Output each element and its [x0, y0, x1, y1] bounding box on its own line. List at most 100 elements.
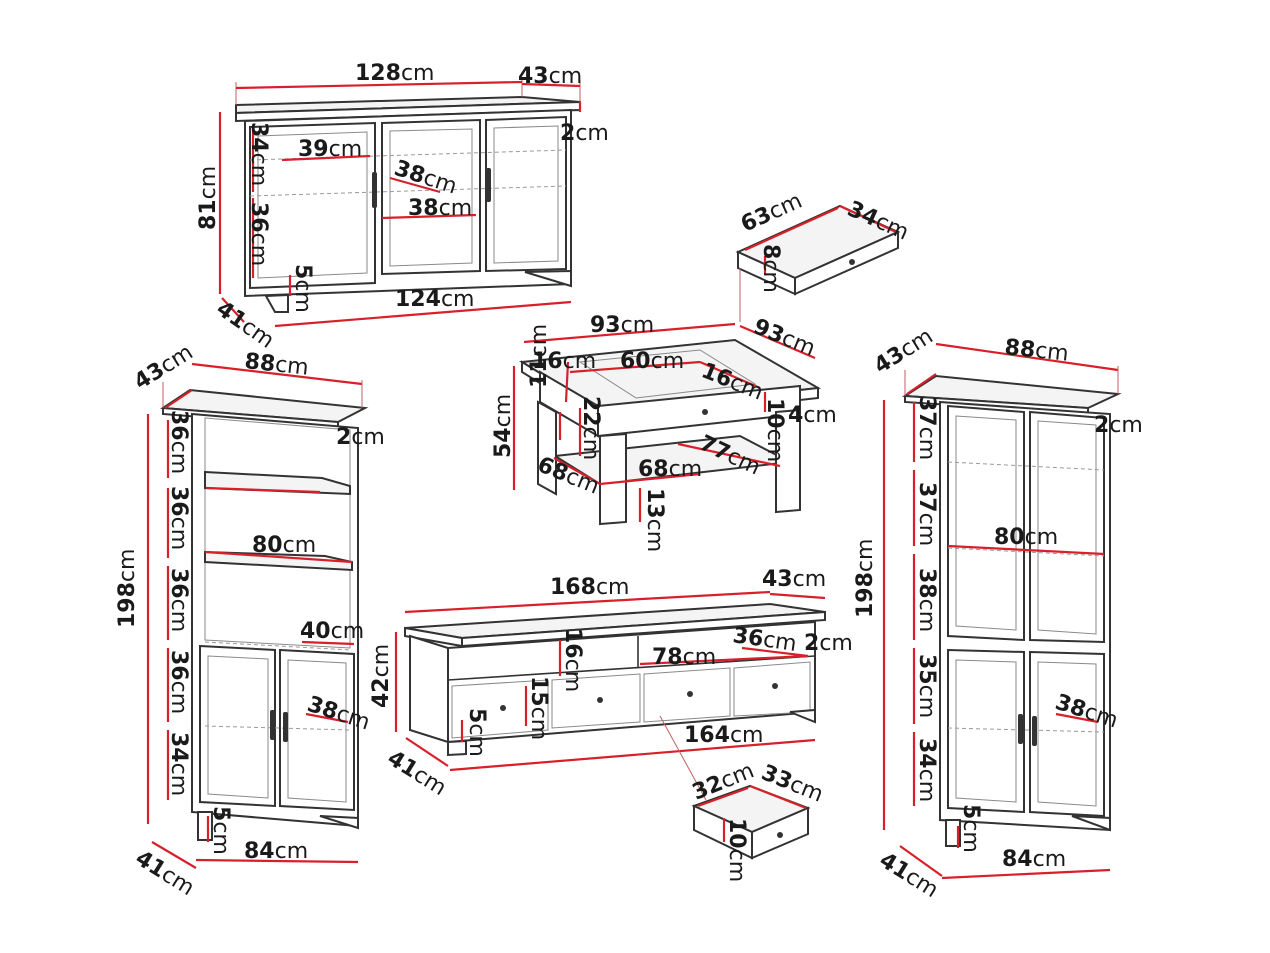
coffee-table-height-label: 54cm — [491, 394, 516, 458]
sideboard-shelf-line — [249, 185, 567, 197]
tv-unit-drawer-3-knob — [687, 691, 693, 697]
vitrine-right-shelf-1-label: 37cm — [914, 396, 939, 460]
tv-unit-niche-height-label: 16cm — [560, 628, 585, 692]
vitrine-right-bottom-width-line — [941, 868, 1111, 880]
bookcase-left-height-label: 198cm — [115, 549, 140, 628]
sideboard-door-right — [485, 115, 567, 273]
vitrine-right-glass-right — [1037, 420, 1097, 635]
sideboard-leg-left — [264, 293, 289, 313]
sideboard-center-diag-line — [389, 176, 441, 194]
tv-unit-niche-bottom — [447, 655, 816, 681]
vitrine-right-inner-shelf — [947, 727, 1105, 733]
coffee-table-frame-line — [564, 361, 570, 403]
coffee-table-leg-front-right — [775, 408, 801, 514]
coffee-table-frame-left-label: 16cm — [532, 349, 596, 374]
bookcase-left: 43cm 88cm 2cm 198cm 36cm 36cm 36cm 36cm … — [115, 340, 385, 901]
tv-unit-width-label: 168cm — [550, 575, 629, 600]
tv-unit: 168cm 43cm 42cm 2cm 16cm 36cm 78cm 15cm … — [369, 567, 853, 801]
bookcase-left-bottom-depth-label: 41cm — [131, 846, 199, 901]
bookcase-left-shelf-depth-label: 40cm — [300, 619, 364, 644]
coffee-table-frame-right-line — [699, 360, 761, 390]
vitrine-right-door-depth-line — [1055, 712, 1099, 724]
coffee-table-depth-line — [739, 324, 816, 360]
bookcase-left-shelf-depth-line — [301, 640, 355, 646]
tv-unit-niche-width-line — [639, 654, 809, 666]
coffee-table-glass — [578, 349, 757, 399]
vitrine-right-inner-width-label: 80cm — [994, 525, 1058, 550]
coffee-table-width-label: 93cm — [590, 313, 654, 338]
coffee-table-glass-inset-label: 10cm — [762, 398, 787, 462]
sideboard-bottom-depth-line — [221, 297, 245, 323]
bookcase-left-inner-width-line — [204, 550, 353, 564]
sideboard-width-line — [235, 80, 523, 90]
bookcase-left-width-label: 88cm — [243, 349, 309, 381]
vitrine-right-door-left-panel — [955, 659, 1017, 803]
bookcase-left-bottom-depth-line — [151, 841, 197, 869]
drawer-small-depth-line — [839, 205, 897, 233]
bookcase-left-shelf-3 — [204, 641, 353, 651]
vitrine-right-door-left — [947, 648, 1025, 814]
bookcase-left-shelf-2-line — [205, 486, 321, 494]
tv-unit-inner-width-line — [449, 738, 816, 772]
bookcase-left-inner-width-label: 80cm — [252, 533, 316, 558]
vitrine-right-plinth-label: 5cm — [958, 804, 983, 853]
coffee-table-shelf-width-label: 68cm — [638, 457, 702, 482]
sideboard-handle-right — [486, 168, 491, 202]
vitrine-right-top-thickness-label: 2cm — [1094, 413, 1143, 438]
sideboard-inner-width-label: 124cm — [395, 287, 474, 312]
bookcase-left-leg-right — [319, 815, 359, 830]
sideboard: 128cm 43cm 2cm 81cm 41cm 124cm 39cm 34cm… — [196, 61, 609, 354]
vitrine-right-door-right — [1029, 650, 1105, 818]
vitrine-right-door-right-panel — [1037, 661, 1097, 807]
tv-unit-bottom-depth-line — [405, 737, 449, 767]
sideboard-plinth-label: 5cm — [290, 264, 315, 313]
vitrine-right-width-line — [935, 342, 1119, 372]
coffee-table: 93cm 93cm 54cm 4cm 60cm 16cm 16cm 10cm 1… — [491, 313, 837, 552]
coffee-table-leg-front-left — [599, 432, 627, 526]
tv-unit-drawer-2-knob — [597, 697, 603, 703]
tv-unit-niche-depth-label: 36cm — [731, 623, 798, 657]
drawer-small-width-line — [744, 206, 839, 252]
bookcase-left-bottom-width-line — [195, 858, 359, 864]
bookcase-left-handle-left — [270, 710, 275, 740]
bookcase-left-plinth-label: 5cm — [208, 806, 233, 855]
tv-unit-side — [409, 634, 449, 744]
tv-unit-niche-width-label: 78cm — [652, 645, 716, 670]
coffee-table-apron-height-label: 22cm — [578, 396, 603, 460]
sideboard-door-right-panel — [493, 125, 559, 264]
drawer-tv-height-label: 10cm — [724, 818, 749, 882]
coffee-table-shelf-depth-line — [553, 457, 601, 485]
vitrine-right-depth-label: 43cm — [870, 324, 938, 379]
tv-unit-leg-left — [447, 739, 467, 757]
coffee-table-glass-width-label: 60cm — [620, 349, 684, 374]
bookcase-left-handle-right — [283, 712, 288, 742]
drawer-tv-width-line — [697, 786, 749, 808]
sideboard-leg-right — [524, 269, 572, 288]
tv-unit-drawer-4-knob — [772, 683, 778, 689]
bookcase-left-depth-label: 43cm — [130, 340, 198, 395]
tv-unit-top-front — [461, 610, 826, 648]
bookcase-left-width-line — [191, 362, 363, 386]
tv-unit-depth-line — [769, 592, 826, 600]
vitrine-right-shelf-2 — [947, 547, 1105, 557]
bookcase-left-top-thickness-label: 2cm — [336, 425, 385, 450]
tv-unit-drawer-1-knob — [500, 705, 506, 711]
bookcase-left-shelf-2-label: 36cm — [166, 486, 191, 550]
sideboard-lower-compartment-label: 36cm — [246, 202, 271, 266]
vitrine-right-leg-left — [945, 819, 961, 847]
sideboard-door-center-glass — [389, 128, 473, 267]
sideboard-height-label: 81cm — [196, 166, 221, 230]
vitrine-right-handle-right — [1032, 716, 1037, 746]
sideboard-depth-label: 43cm — [518, 64, 582, 89]
sideboard-top-thickness-label: 2cm — [560, 121, 609, 146]
coffee-table-leg-clearance-label: 13cm — [642, 488, 667, 552]
drawer-small-knob — [849, 259, 855, 265]
bookcase-left-door-left — [199, 644, 276, 808]
tv-unit-drawer-3 — [643, 667, 731, 723]
sideboard-door-center — [381, 118, 481, 276]
vitrine-right-bottom-depth-line — [899, 845, 943, 877]
sideboard-compartment-width-label: 39cm — [298, 137, 362, 162]
tv-unit-plinth-label: 5cm — [464, 708, 489, 757]
bookcase-left-shelf-5-label: 34cm — [166, 732, 191, 796]
